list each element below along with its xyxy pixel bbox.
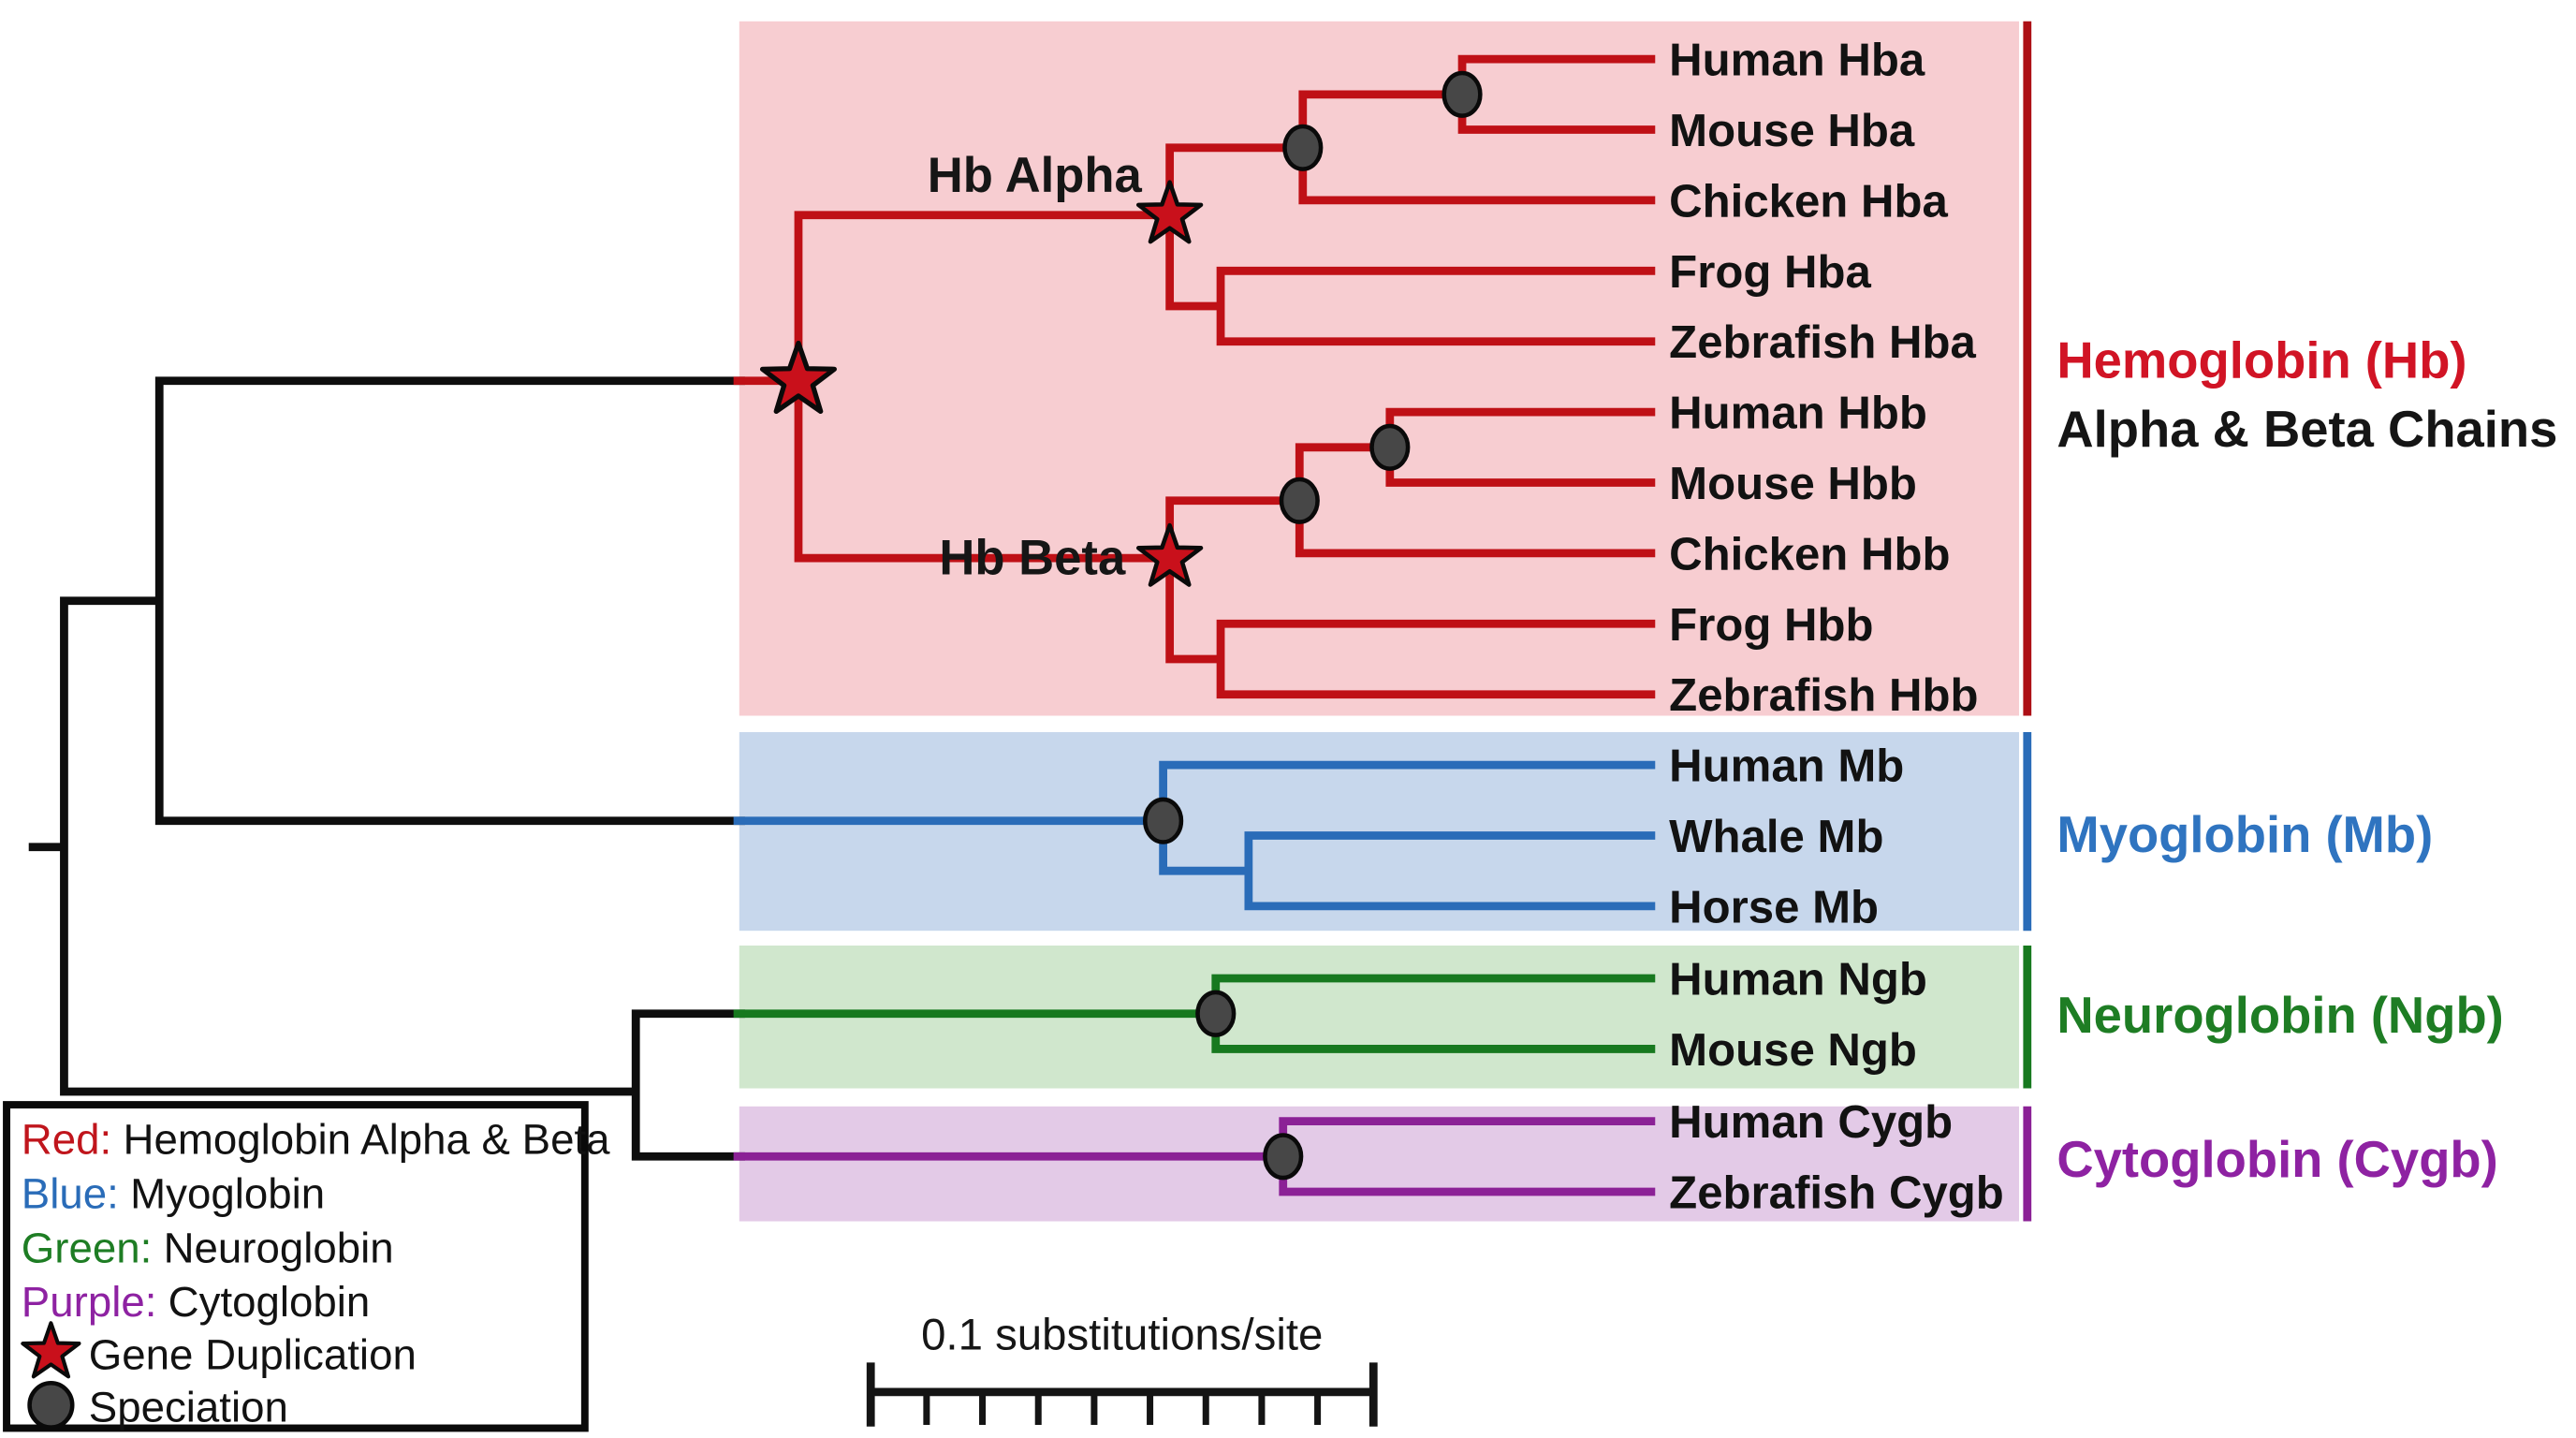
- legend-item-label: Neuroglobin: [164, 1224, 394, 1271]
- speciation-node: [1282, 124, 1324, 171]
- leaf-label: Zebrafish Hba: [1669, 317, 1976, 368]
- leaf-label: Mouse Ngb: [1669, 1025, 1917, 1076]
- group-label-neuroglobin: Neuroglobin (Ngb): [2056, 987, 2503, 1044]
- scale-bar-label: 0.1 substitutions/site: [921, 1310, 1323, 1359]
- group-sublabel-hemoglobin: Alpha & Beta Chains: [2056, 401, 2557, 458]
- cytoglobin-group-box: [739, 1106, 2020, 1222]
- leaf-label: Whale Mb: [1669, 812, 1883, 862]
- scale-bar: 0.1 substitutions/site: [866, 1310, 1378, 1427]
- legend-color-word: Green:: [22, 1224, 153, 1271]
- speciation-node: [1369, 423, 1411, 471]
- legend-item-label: Hemoglobin Alpha & Beta: [123, 1116, 610, 1164]
- legend-color-word: Purple:: [22, 1278, 157, 1326]
- leaf-label: Chicken Hbb: [1669, 529, 1950, 580]
- speciation-node: [1263, 1133, 1304, 1181]
- leaf-label: Human Ngb: [1669, 955, 1927, 1005]
- speciation-node: [1279, 477, 1320, 524]
- scale-bar-ticks: [923, 1391, 1322, 1425]
- legend-color-word: Blue:: [22, 1170, 119, 1218]
- legend-item-blue: Blue:Myoglobin: [22, 1170, 325, 1218]
- leaf-label: Human Hba: [1669, 36, 1925, 86]
- leaf-label: Frog Hba: [1669, 247, 1871, 298]
- speciation-node: [1195, 990, 1237, 1037]
- legend-item-label: Cytoglobin: [168, 1278, 371, 1326]
- speciation-nodes: [1143, 70, 1483, 1181]
- hb-alpha-label: Hb Alpha: [928, 148, 1143, 203]
- legend-item-green: Green:Neuroglobin: [22, 1224, 394, 1271]
- group-label-myoglobin: Myoglobin (Mb): [2056, 806, 2433, 863]
- legend-item-purple: Purple:Cytoglobin: [22, 1278, 370, 1326]
- group-label-hemoglobin: Hemoglobin (Hb): [2056, 331, 2466, 389]
- leaf-label: Horse Mb: [1669, 882, 1879, 932]
- leaf-label: Zebrafish Hbb: [1669, 670, 1978, 721]
- legend-color-word: Red:: [22, 1116, 111, 1164]
- hb-beta-label: Hb Beta: [939, 531, 1126, 586]
- speciation-circle-icon: [27, 1380, 75, 1430]
- legend-item-speciation: Speciation: [89, 1383, 288, 1431]
- group-label-cytoglobin: Cytoglobin (Cygb): [2056, 1131, 2497, 1188]
- legend-item-gene-duplication: Gene Duplication: [89, 1330, 417, 1378]
- leaf-label: Frog Hbb: [1669, 600, 1873, 651]
- leaf-label: Chicken Hba: [1669, 176, 1948, 227]
- speciation-node: [1442, 70, 1483, 118]
- legend-item-red: Red:Hemoglobin Alpha & Beta: [22, 1116, 610, 1164]
- leaf-label: Mouse Hba: [1669, 106, 1915, 156]
- legend-item-label: Myoglobin: [130, 1170, 325, 1218]
- leaf-label: Zebrafish Cygb: [1669, 1168, 2004, 1219]
- legend: Red:Hemoglobin Alpha & Beta Blue:Myoglob…: [3, 1101, 610, 1432]
- speciation-node: [1143, 797, 1184, 844]
- hemoglobin-group-box: [739, 21, 2020, 716]
- tree-backbone: [28, 376, 745, 1161]
- legend-box: [3, 1101, 589, 1432]
- leaf-label: Human Mb: [1669, 741, 1904, 792]
- leaf-label: Mouse Hbb: [1669, 459, 1917, 509]
- leaf-label: Human Cygb: [1669, 1097, 1953, 1148]
- leaf-label: Human Hbb: [1669, 389, 1927, 439]
